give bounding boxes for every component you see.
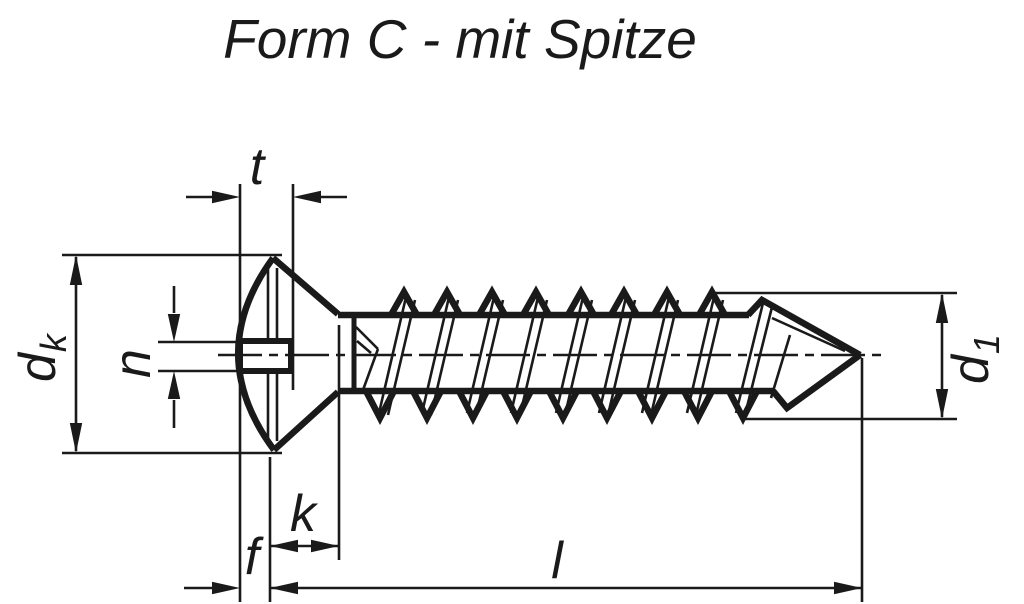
arrowhead [311,539,339,553]
arrowhead [834,581,862,595]
dimension-slot-width-n: n [104,286,238,428]
head-cone-bottom-edge [271,389,341,453]
point-cone-bottom-edge [770,352,862,413]
drawing-title: Form C - mit Spitze [223,8,697,70]
dimension-label-d1: d1 [942,334,1007,384]
dimension-head-diameter-dk: dk [9,253,282,455]
dimension-label-f: f [245,528,264,586]
dimension-label-l: l [551,532,564,590]
arrowhead [270,581,298,595]
label-main: d [942,353,1000,384]
dimension-label-n: n [104,349,162,378]
arrowhead [293,190,321,204]
arrowhead [167,314,181,342]
label-subscript: k [33,332,74,352]
screw-point [745,295,862,413]
dimension-dome-height-f: f [184,528,264,595]
dimension-label-t: t [250,138,267,196]
point-cone-top-edge [745,295,862,358]
dimension-length-l: l [270,358,864,602]
dimension-thread-diameter-d1: d1 [713,291,1007,421]
arrowhead [935,389,949,419]
point-cone-thread-lines [769,316,846,399]
thread-crests-top [388,285,728,317]
dimension-slot-depth-t: t [186,138,347,602]
arrowhead [167,371,181,399]
arrowhead [69,423,83,453]
arrowhead [212,190,240,204]
dimension-head-height-k: k [268,325,341,602]
thread-runout-lines [355,326,380,391]
arrowhead [270,539,298,553]
arrowhead [212,581,240,595]
label-subscript: 1 [966,334,1007,354]
label-main: d [9,351,67,382]
slot-edge-lines [266,265,279,444]
dimension-label-dk: dk [9,332,74,382]
head-cone-top-edge [270,255,341,317]
dimension-label-k: k [290,485,319,543]
arrowhead [69,255,83,285]
arrowhead [935,293,949,323]
